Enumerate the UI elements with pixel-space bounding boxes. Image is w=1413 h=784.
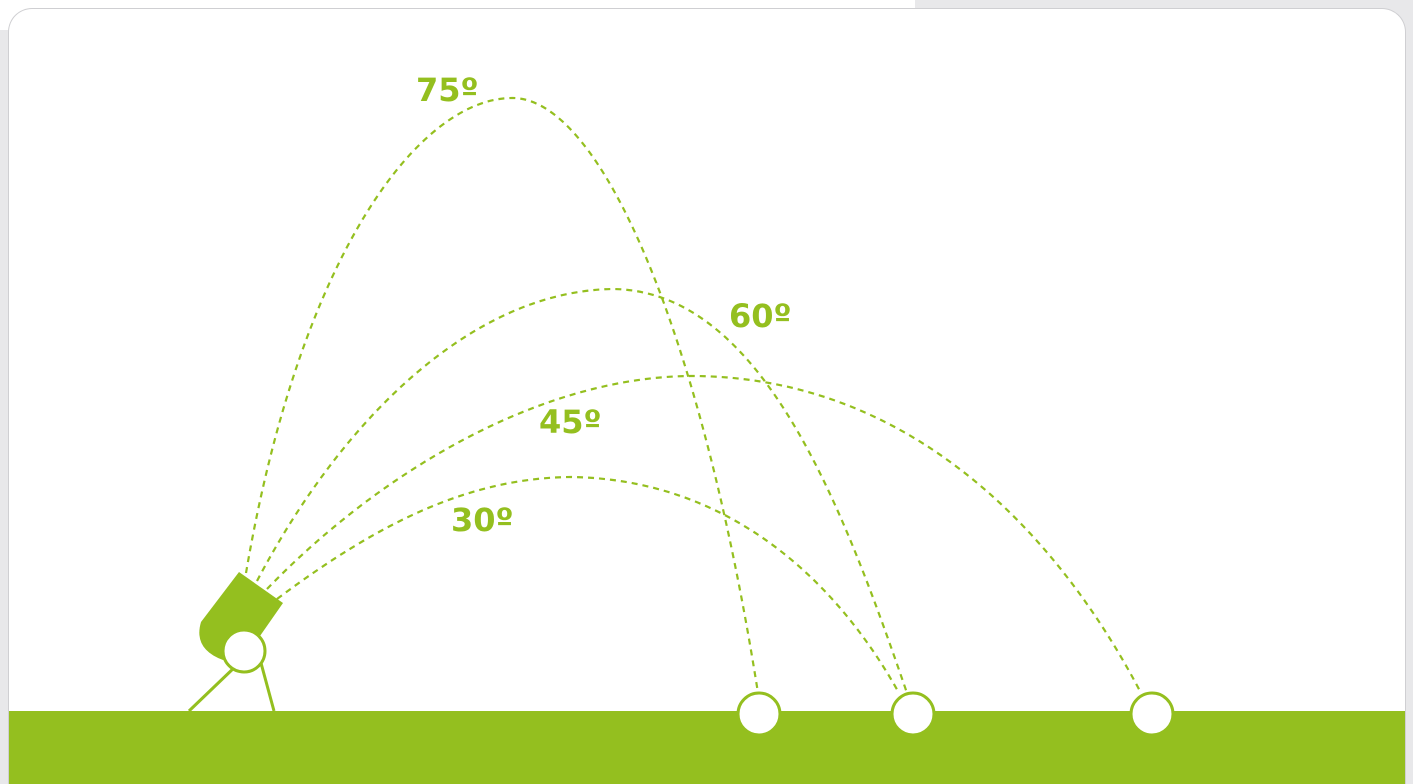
cannon-wheel: [221, 628, 267, 674]
ball-icon: [736, 691, 782, 737]
cannon-leg-left: [187, 663, 239, 713]
cannon-barrel: [199, 572, 283, 660]
cannon-icon: [187, 572, 283, 713]
angle-label-75: 75º: [416, 71, 479, 109]
angle-label-60: 60º: [729, 297, 792, 335]
angle-label-45: 45º: [539, 403, 602, 441]
trajectory-30: [276, 475, 900, 694]
projectile-diagram: 75º 60º 45º 30º: [9, 71, 1405, 784]
ground: [9, 711, 1405, 784]
trajectory-60: [256, 287, 909, 694]
trajectory-45: [266, 374, 1142, 694]
ball-icon: [1129, 691, 1175, 737]
trajectory-group: [244, 96, 1142, 694]
ball-icon: [890, 691, 936, 737]
landing-balls: [736, 691, 1175, 737]
trajectory-75: [244, 96, 760, 694]
angle-label-30: 30º: [451, 501, 514, 539]
diagram-card: 75º 60º 45º 30º: [8, 8, 1406, 784]
cannon-leg-right: [259, 662, 276, 712]
